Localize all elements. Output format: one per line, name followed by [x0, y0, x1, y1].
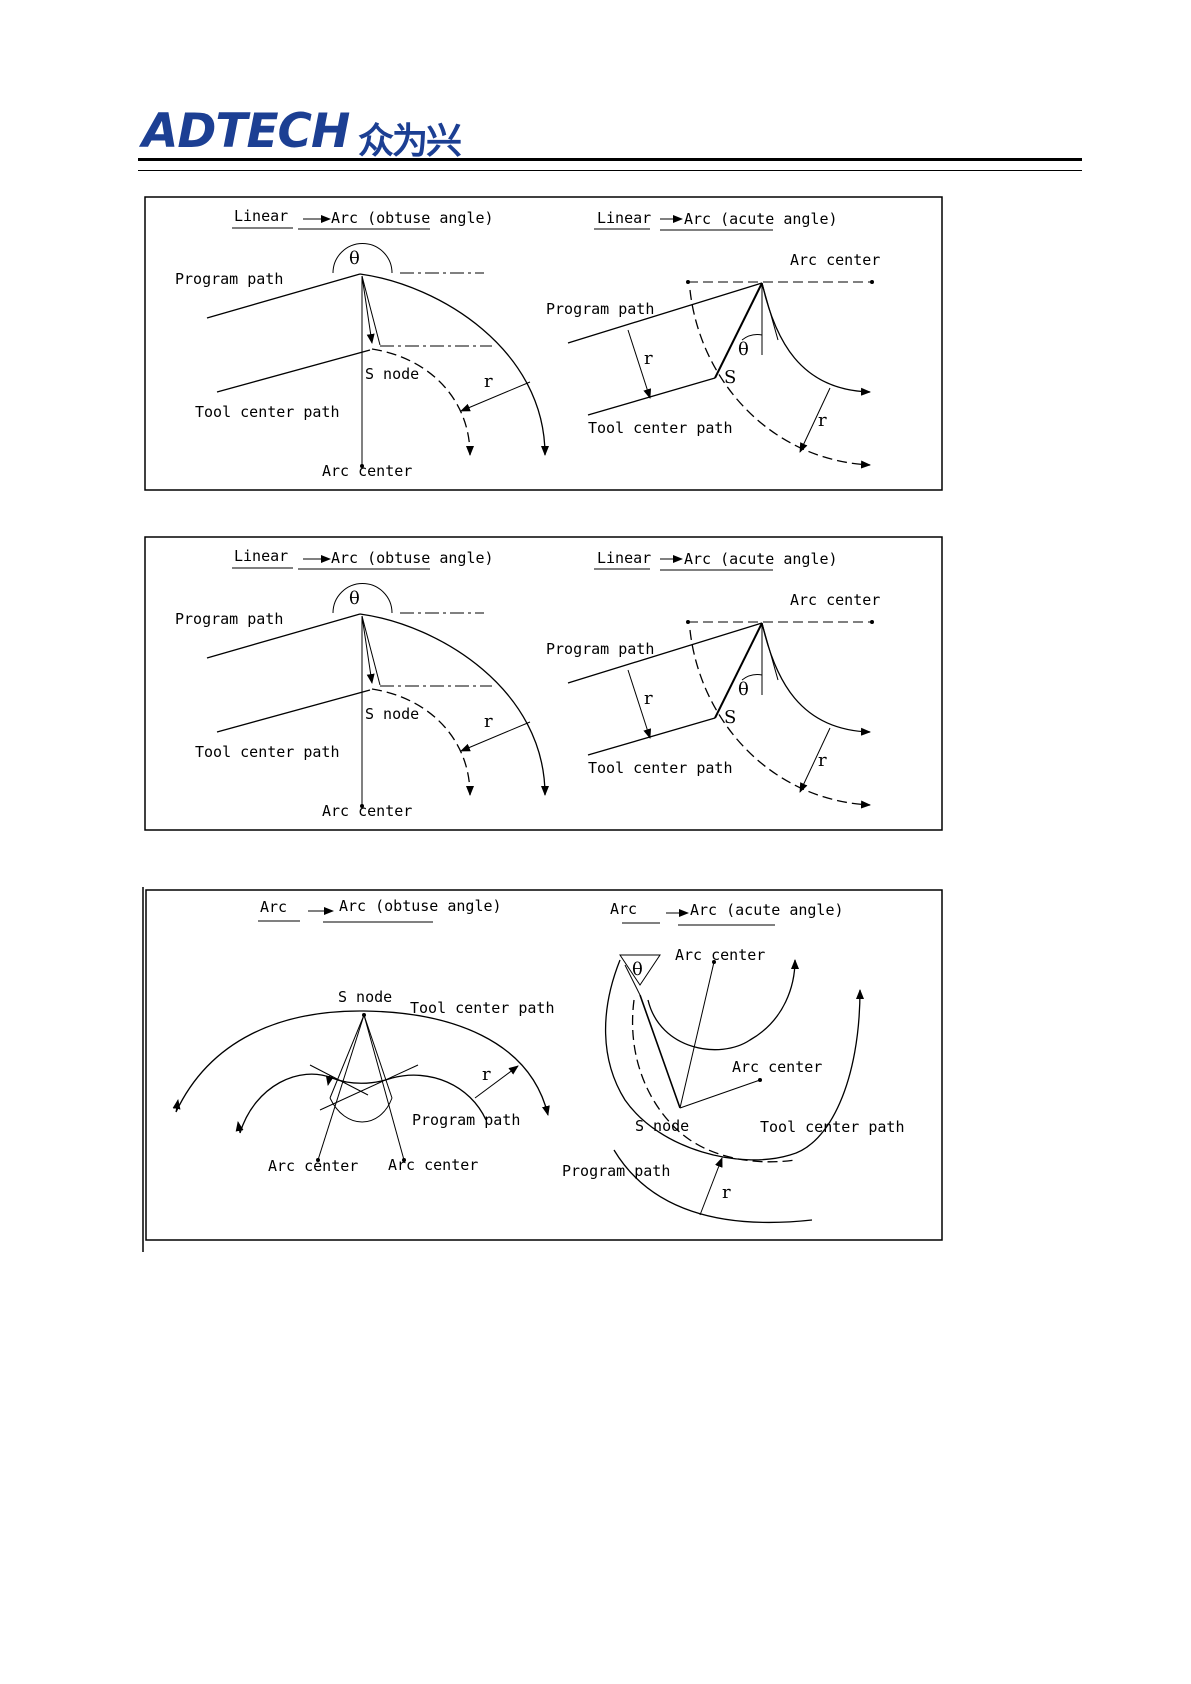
f1-right-title-b: Arc (acute angle) — [684, 210, 838, 228]
f2-right-r-label: r — [644, 688, 653, 709]
figure-1: Linear Arc (obtuse angle) θ Program path… — [144, 196, 943, 491]
f2-right-title-b: Arc (acute angle) — [684, 550, 838, 568]
f1-left-title-a: Linear — [234, 207, 288, 225]
figure-2-frame — [144, 536, 943, 831]
figure-2-left-diagram: Linear Arc (obtuse angle) θ Program path… — [175, 547, 549, 820]
f2-left-arc-center-label: Arc center — [322, 802, 412, 820]
f3-left-title-b: Arc (obtuse angle) — [339, 897, 502, 915]
f3-right-theta: θ — [632, 959, 643, 980]
f3-left-program-path-label: Program path — [412, 1111, 520, 1129]
f3-left-arc-center-2-label: Arc center — [388, 1156, 478, 1174]
f3-left-s-node-label: S node — [338, 988, 392, 1006]
f1-left-s-node-label: S node — [365, 365, 419, 383]
figure-1-left-diagram: Linear Arc (obtuse angle) θ Program path… — [175, 207, 549, 480]
f2-right-theta: θ — [738, 679, 749, 700]
f2-right-s-label: S — [724, 707, 736, 728]
f1-left-r-label: r — [484, 371, 493, 392]
header-rule-thin — [138, 170, 1082, 171]
f1-right-r-label: r — [644, 348, 653, 369]
f1-left-arc-center-label: Arc center — [322, 462, 412, 480]
f3-right-title-a: Arc — [610, 900, 637, 918]
figure-2: Linear Arc (obtuse angle) θ Program path… — [144, 536, 943, 831]
f2-right-program-path-label: Program path — [546, 640, 654, 658]
f1-right-arc-center-label: Arc center — [790, 251, 880, 269]
f2-right-title-a: Linear — [597, 549, 651, 567]
f3-right-r-label: r — [722, 1182, 731, 1203]
f3-right-s-node-label: S node — [635, 1117, 689, 1135]
figure-1-frame — [144, 196, 943, 491]
f2-right-arc-center-label: Arc center — [790, 591, 880, 609]
f1-right-tool-center-path-label: Tool center path — [588, 419, 733, 437]
figure-2-right-diagram: Linear Arc (acute angle) Arc center Prog… — [546, 549, 880, 809]
f2-left-tool-center-path-label: Tool center path — [195, 743, 340, 761]
f2-left-theta: θ — [349, 588, 360, 609]
figure-3-frame — [145, 889, 943, 1241]
f1-left-program-path-label: Program path — [175, 270, 283, 288]
f1-left-title-b: Arc (obtuse angle) — [331, 209, 494, 227]
f1-right-r2-label: r — [818, 410, 827, 431]
f2-right-r2-label: r — [818, 750, 827, 771]
f1-left-theta: θ — [349, 248, 360, 269]
f3-right-program-path-label: Program path — [562, 1162, 670, 1180]
f3-left-title-a: Arc — [260, 898, 287, 916]
f3-right-title-b: Arc (acute angle) — [690, 901, 844, 919]
f2-left-program-path-label: Program path — [175, 610, 283, 628]
figure-3-left-diagram: Arc Arc (obtuse angle) S node Tool cente… — [172, 897, 555, 1175]
f3-left-arc-center-1-label: Arc center — [268, 1157, 358, 1175]
f2-left-title-a: Linear — [234, 547, 288, 565]
f3-left-r-label: r — [482, 1064, 491, 1085]
f3-left-tool-center-path-label: Tool center path — [410, 999, 555, 1017]
f2-left-s-node-label: S node — [365, 705, 419, 723]
f1-right-title-a: Linear — [597, 209, 651, 227]
f1-left-tool-center-path-label: Tool center path — [195, 403, 340, 421]
f1-right-theta: θ — [738, 339, 749, 360]
figure-1-right-diagram: Linear Arc (acute angle) Arc center Prog… — [546, 209, 880, 469]
f3-right-arc-center-2-label: Arc center — [732, 1058, 822, 1076]
f3-right-tool-center-path-label: Tool center path — [760, 1118, 905, 1136]
f3-right-arc-center-1-label: Arc center — [675, 946, 765, 964]
f2-right-tool-center-path-label: Tool center path — [588, 759, 733, 777]
f1-right-s-label: S — [724, 367, 736, 388]
logo-chinese-text: 众为兴 — [358, 121, 462, 162]
f2-left-r-label: r — [484, 711, 493, 732]
logo-latin-text: ADTECH — [142, 104, 350, 159]
f2-left-title-b: Arc (obtuse angle) — [331, 549, 494, 567]
figure-3-right-diagram: Arc Arc (acute angle) θ Arc center Arc c… — [562, 900, 905, 1224]
f1-right-program-path-label: Program path — [546, 300, 654, 318]
header-rule-thick — [138, 158, 1082, 161]
figure-3: Arc Arc (obtuse angle) S node Tool cente… — [142, 887, 943, 1252]
